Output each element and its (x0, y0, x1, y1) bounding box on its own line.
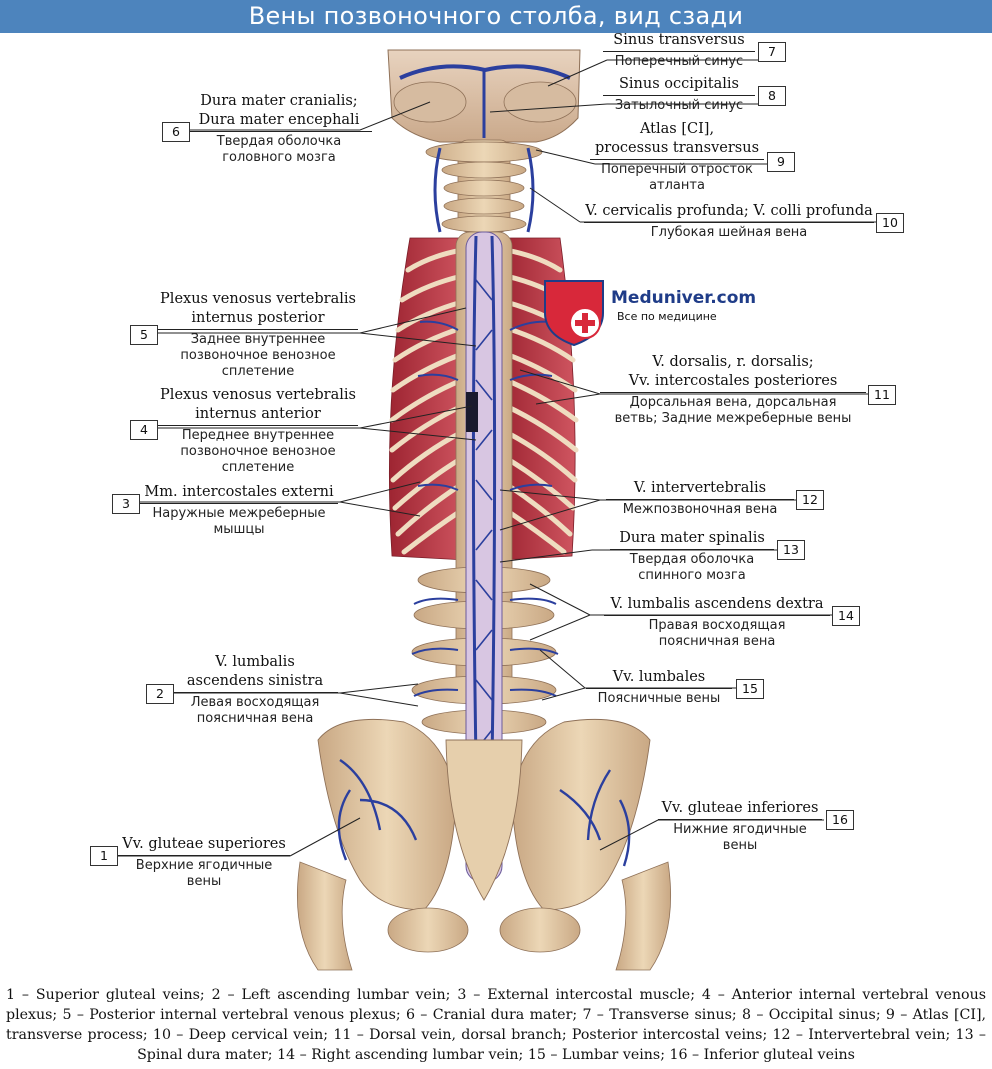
meduniver-logo: Meduniver.com Все по медицине (541, 277, 761, 347)
label-russian: Верхние ягодичные (135, 858, 273, 873)
figure-caption: 1 – Superior gluteal veins; 2 – Left asc… (6, 987, 986, 1063)
logo-title: Meduniver.com (611, 288, 757, 308)
label-sinus-occipitalis: Sinus occipitalis Затылочный синус (603, 75, 755, 114)
label-russian: Твердая оболочка (629, 552, 755, 567)
label-latin: Plexus venosus vertebralis (160, 387, 356, 403)
label-latin: Plexus venosus vertebralis (160, 291, 356, 307)
skull (387, 49, 581, 143)
label-lumbalis-dextra: V. lumbalis ascendens dextra Правая восх… (604, 595, 830, 650)
label-russian: Затылочный синус (614, 98, 744, 113)
label-lumbales: Vv. lumbales Поясничные вены (586, 668, 732, 707)
marker-13: 13 (777, 540, 805, 560)
marker-12: 12 (796, 490, 824, 510)
marker-7: 7 (758, 42, 786, 62)
label-latin: Sinus transversus (613, 32, 745, 48)
label-russian: поясничная вена (196, 711, 314, 726)
label-plexus-anterior: Plexus venosus vertebralis internus ante… (158, 386, 358, 476)
label-russian: поясничная вена (658, 634, 776, 649)
marker-14: 14 (832, 606, 860, 626)
label-latin: internus posterior (191, 310, 325, 326)
label-russian: Глубокая шейная вена (650, 225, 808, 240)
marker-2: 2 (146, 684, 174, 704)
cervical-spine (425, 139, 543, 233)
label-latin: Dura mater encephali (198, 112, 360, 128)
label-gluteae-superiores: Vv. gluteae superiores Верхние ягодичные… (118, 835, 290, 890)
label-russian: Поперечный отросток (601, 162, 753, 177)
label-latin: Vv. intercostales posteriores (628, 373, 838, 389)
label-russian: Поясничные вены (597, 691, 721, 706)
label-sinus-transversus: Sinus transversus Поперечный синус (603, 31, 755, 70)
label-intercostales-externi: Mm. intercostales externi Наружные межре… (140, 483, 338, 538)
label-latin: internus anterior (195, 406, 321, 422)
label-russian: Поперечный синус (614, 54, 744, 69)
marker-9: 9 (767, 152, 795, 172)
label-latin: Dura mater spinalis (619, 530, 765, 546)
label-latin: Vv. gluteae inferiores (661, 800, 819, 816)
label-lumbalis-sinistra: V. lumbalis ascendens sinistra Левая вос… (172, 653, 338, 727)
label-russian: головного мозга (222, 150, 336, 165)
marker-1: 1 (90, 846, 118, 866)
label-latin: Vv. gluteae superiores (122, 836, 286, 852)
label-atlas: Atlas [CI], processus transversus Попере… (590, 120, 764, 194)
label-latin: processus transversus (594, 140, 760, 156)
marker-16: 16 (826, 810, 854, 830)
label-latin: V. dorsalis, r. dorsalis; (652, 354, 814, 370)
label-russian: вены (186, 874, 222, 889)
label-russian: Переднее внутреннее (181, 428, 335, 443)
label-russian: сплетение (221, 364, 295, 379)
label-latin: V. lumbalis (215, 654, 295, 670)
marker-15: 15 (736, 679, 764, 699)
label-latin: Sinus occipitalis (618, 76, 739, 92)
label-russian: ветвь; Задние межреберные вены (614, 411, 852, 426)
label-russian: сплетение (221, 460, 295, 475)
marker-3: 3 (112, 494, 140, 514)
marker-5: 5 (130, 325, 158, 345)
label-intervertebralis: V. intervertebralis Межпозвоночная вена (606, 479, 794, 518)
label-latin: Atlas [CI], (639, 121, 715, 137)
marker-10: 10 (876, 213, 904, 233)
label-russian: атланта (649, 178, 705, 193)
label-russian: Левая восходящая (190, 695, 320, 710)
pelvis (296, 718, 672, 971)
marker-4: 4 (130, 420, 158, 440)
label-russian: Межпозвоночная вена (622, 502, 778, 517)
label-latin: Mm. intercostales externi (144, 484, 334, 500)
label-latin: V. cervicalis profunda; V. colli profund… (585, 203, 873, 219)
logo-tagline: Все по медицине (617, 310, 717, 323)
marker-8: 8 (758, 86, 786, 106)
page-title: Вены позвоночного столба, вид сзади (0, 0, 992, 33)
label-russian: Наружные межреберные (152, 506, 326, 521)
label-dura-cranialis: Dura mater cranialis; Dura mater encepha… (186, 92, 372, 166)
label-latin: Dura mater cranialis; (200, 93, 358, 109)
label-latin: V. intervertebralis (633, 480, 767, 496)
label-plexus-posterior: Plexus venosus vertebralis internus post… (158, 290, 358, 380)
label-russian: позвоночное венозное (180, 348, 336, 363)
label-russian: вены (722, 838, 758, 853)
label-russian: Дорсальная вена, дорсальная (629, 395, 837, 410)
label-russian: спинного мозга (638, 568, 746, 583)
label-latin: Vv. lumbales (612, 669, 706, 685)
label-russian: Правая восходящая (648, 618, 786, 633)
label-gluteae-inferiores: Vv. gluteae inferiores Нижние ягодичные … (658, 799, 822, 854)
anatomy-figure: Meduniver.com Все по медицине Dura m (0, 31, 992, 980)
label-dura-spinalis: Dura mater spinalis Твердая оболочка спи… (610, 529, 774, 584)
label-dorsal-vein: V. dorsalis, r. dorsalis; Vv. intercosta… (600, 353, 866, 427)
marker-6: 6 (162, 122, 190, 142)
label-russian: позвоночное венозное (180, 444, 336, 459)
label-russian: Твердая оболочка (216, 134, 342, 149)
marker-11: 11 (868, 385, 896, 405)
label-latin: V. lumbalis ascendens dextra (610, 596, 824, 612)
label-cervicalis-profunda: V. cervicalis profunda; V. colli profund… (584, 202, 874, 241)
label-russian: Заднее внутреннее (190, 332, 326, 347)
label-russian: Нижние ягодичные (673, 822, 807, 837)
label-latin: ascendens sinistra (186, 673, 324, 689)
shield-cross-icon (544, 280, 604, 347)
label-russian: мышцы (213, 522, 265, 537)
